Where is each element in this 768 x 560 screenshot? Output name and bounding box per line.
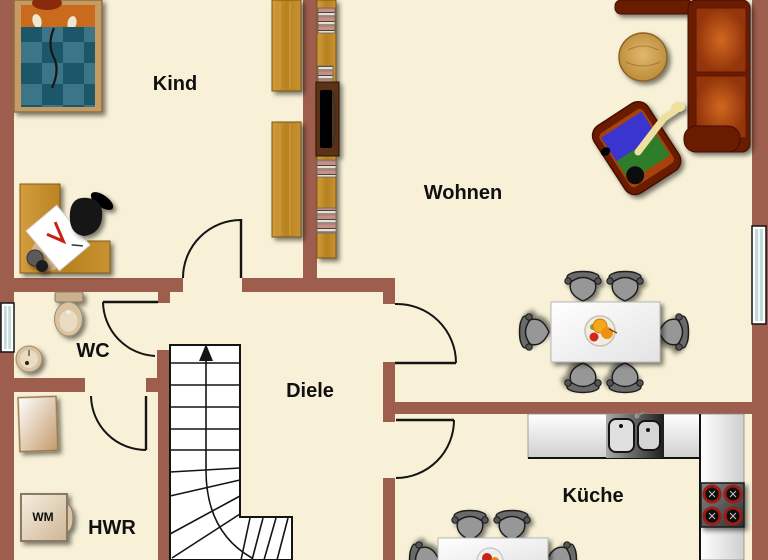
burner <box>723 484 743 504</box>
room-label-diele: Diele <box>286 380 334 402</box>
wall-segment <box>303 0 317 292</box>
book-stack <box>316 207 337 234</box>
wall-segment <box>0 278 183 292</box>
door-arc-hwr <box>90 395 147 451</box>
window-right <box>751 225 767 325</box>
person-leg <box>634 106 680 156</box>
wall-segment <box>242 278 395 292</box>
person-head <box>626 166 645 185</box>
bed <box>13 0 103 113</box>
sofa <box>614 0 751 153</box>
door-arc-wc <box>102 301 156 357</box>
plate <box>476 547 504 560</box>
washing-machine: WM <box>20 493 74 542</box>
stairs <box>169 344 293 560</box>
toilet <box>54 291 84 337</box>
doors <box>90 219 457 479</box>
wc-sink <box>15 345 43 373</box>
person-shirt <box>601 111 657 162</box>
washing-machine-label: WM <box>32 510 53 524</box>
desk-lamp <box>26 249 48 272</box>
wardrobe <box>271 0 302 92</box>
door-arc-kind <box>182 219 242 279</box>
wall-segment <box>158 292 170 303</box>
wall-segment <box>158 392 170 560</box>
wall-segment <box>0 378 85 392</box>
bookshelf <box>315 0 340 259</box>
window-left <box>0 302 15 353</box>
room-label-wohnen: Wohnen <box>424 182 503 204</box>
wall-segment <box>383 478 395 560</box>
door-arc-wohnen <box>394 302 457 364</box>
room-label-kind: Kind <box>153 73 197 95</box>
kitchen-table-set <box>408 509 578 560</box>
burner <box>702 484 722 504</box>
kitchen-sink <box>606 411 664 458</box>
desk-chair <box>69 192 114 236</box>
wall-segment <box>383 402 752 414</box>
burner <box>702 506 722 526</box>
wall-segment <box>383 292 395 304</box>
stairs-walk-line <box>205 356 253 559</box>
door-arc-kueche <box>395 419 455 479</box>
burner <box>723 506 743 526</box>
dining-set <box>518 270 690 394</box>
wall-segment <box>157 350 169 380</box>
cabinet <box>17 395 59 453</box>
room-label-wc: WC <box>76 340 109 362</box>
wardrobe <box>271 121 302 238</box>
person-foot <box>671 102 685 112</box>
fruit-bowl <box>584 315 618 347</box>
room-label-hwr: HWR <box>88 517 136 539</box>
coffee-table <box>618 32 668 82</box>
book-stack <box>317 65 334 84</box>
room-label-kueche: Küche <box>562 485 623 507</box>
armchair-with-person <box>591 100 685 196</box>
book-stack <box>316 159 337 178</box>
stove <box>700 482 745 528</box>
wall-segment <box>146 378 170 392</box>
stairs-up-arrow-icon <box>199 344 213 361</box>
tv <box>315 81 340 157</box>
book-stack <box>317 7 336 34</box>
